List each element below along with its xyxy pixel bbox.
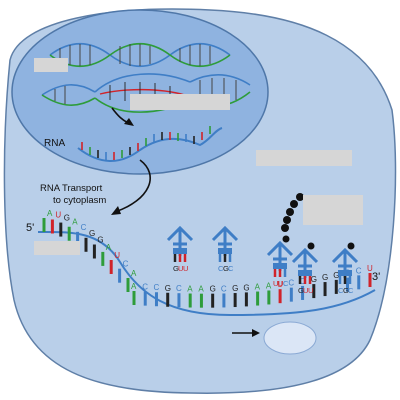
three-prime-label: 3'	[372, 271, 381, 283]
anticodon-letter: C	[228, 264, 234, 273]
amino-acid-icon	[307, 242, 315, 250]
ribosome-arrow-icon	[232, 329, 260, 337]
label-blank-5	[34, 241, 80, 255]
mrna-base-letter: A	[106, 243, 112, 252]
anticodon-letter: C	[218, 264, 224, 273]
mrna-base-letter: A	[47, 209, 53, 218]
mrna-bases: AUGACGGAUCAACCGCAAGCGGAAUCCGGGCCU	[42, 209, 373, 308]
mrna-base-letter: G	[333, 271, 339, 280]
mrna-base-letter: G	[322, 273, 328, 282]
mrna-base-letter: C	[142, 283, 148, 292]
ribosome-icon	[263, 321, 317, 355]
anticodon-letter: U	[278, 279, 283, 288]
anticodon-letter: G	[173, 264, 179, 273]
anticodon-letter: G	[298, 286, 304, 295]
mrna-base-letter: G	[311, 275, 317, 284]
mrna-base-letter: U	[277, 280, 283, 289]
mrna-base-letter: U	[55, 211, 61, 220]
label-blank-1	[34, 58, 68, 72]
mrna-base-letter: A	[255, 283, 261, 292]
rna-label: RNA	[44, 138, 66, 149]
anticodon-letter: U	[178, 264, 183, 273]
dna-helix-icon	[49, 43, 231, 67]
mrna-base-letter: C	[300, 277, 306, 286]
anticodon-letter: U	[183, 264, 188, 273]
mrna-base-letter: A	[187, 285, 193, 294]
transport-label-line1: RNA Transport	[40, 183, 103, 194]
amino-acid-icon	[282, 235, 290, 243]
mrna-base-letter: U	[367, 264, 373, 273]
five-prime-label: 5'	[26, 222, 35, 234]
mrna-base-letter: A	[266, 281, 272, 290]
transport-arrow-icon	[111, 159, 151, 215]
mrna-base-letter: C	[123, 260, 129, 269]
mrna-base-letter: C	[356, 266, 362, 275]
mrna-base-letter: G	[64, 214, 70, 223]
label-blank-3	[256, 150, 352, 166]
label-blank-2	[130, 94, 230, 110]
anticodon-letter: U	[308, 286, 313, 295]
mrna-base-letter: A	[131, 269, 137, 278]
arrow-icon	[111, 107, 134, 126]
mrna-base-letter: A	[72, 218, 78, 227]
amino-acid-chain-icon	[281, 193, 304, 232]
mrna-base-letter: A	[198, 285, 204, 294]
mrna-base-letter: U	[114, 251, 120, 260]
mrna-base-letter: C	[153, 283, 159, 292]
mrna-base-letter: G	[243, 283, 249, 292]
anticodon-letter: U	[303, 286, 308, 295]
mrna-base-letter: G	[165, 284, 171, 293]
mrna-strand-nucleus	[77, 126, 223, 162]
mrna-base-letter: G	[210, 285, 216, 294]
mrna-base-letter: G	[232, 284, 238, 293]
mrna-base-letter: C	[221, 284, 227, 293]
mrna-base-letter: C	[288, 279, 294, 288]
mrna-backbone-cytoplasm	[37, 230, 376, 317]
label-blank-4	[303, 195, 363, 225]
mrna-base-letter: A	[131, 282, 137, 291]
anticodon-letter: U	[273, 279, 278, 288]
mrna-base-letter: C	[176, 284, 182, 293]
anticodon-letter: G	[343, 286, 349, 295]
mrna-base-letter: G	[97, 235, 103, 244]
anticodon-letter: G	[223, 264, 229, 273]
anticodon-letter: C	[283, 279, 289, 288]
transport-label-line2: to cytoplasm	[53, 195, 107, 206]
anticodon-letter: C	[348, 286, 354, 295]
mrna-base-letter: G	[89, 229, 95, 238]
amino-acid-icon	[347, 242, 355, 250]
mrna-base-letter: C	[81, 223, 87, 232]
anticodon-letter: C	[338, 286, 344, 295]
